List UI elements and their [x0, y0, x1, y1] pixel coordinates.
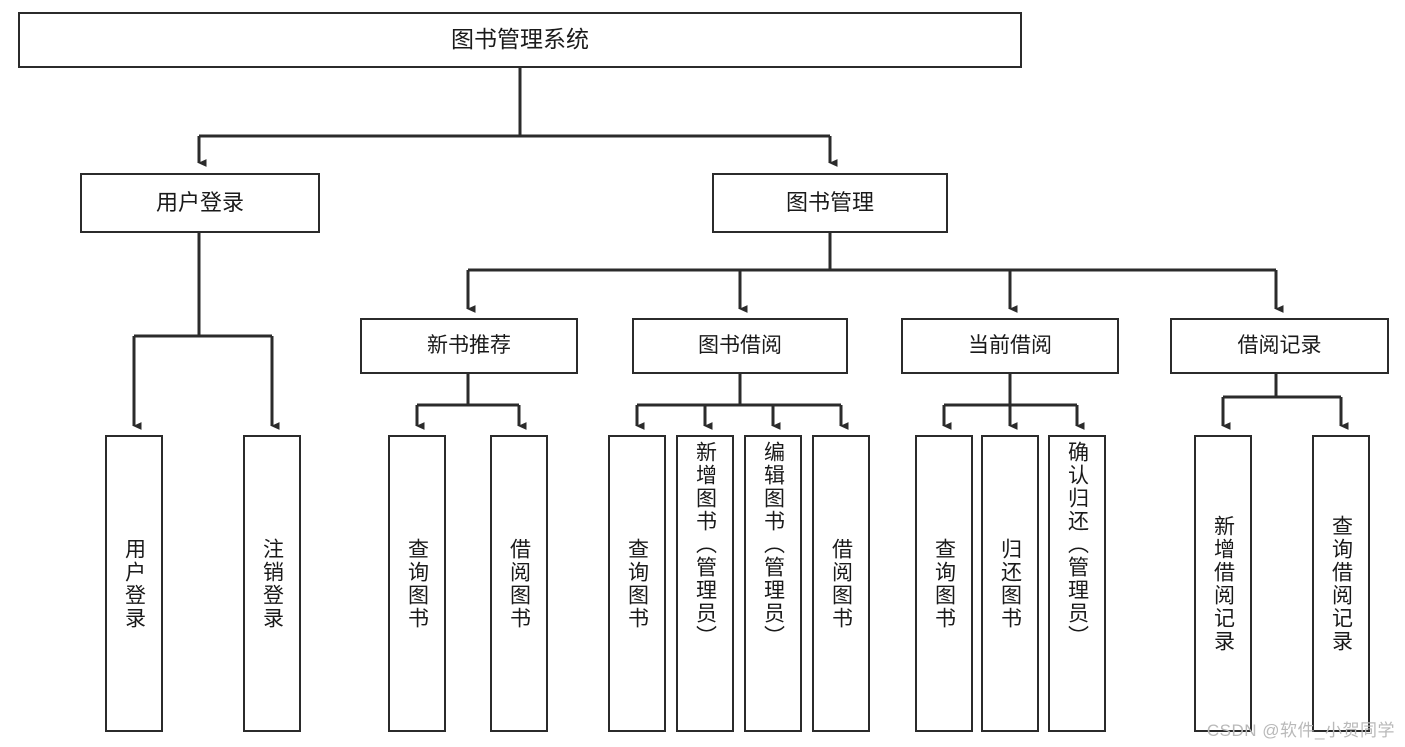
- node-leaf-add-record-label: 新增借阅记录: [1211, 514, 1235, 653]
- node-new-book-recommend-label: 新书推荐: [427, 333, 511, 357]
- node-leaf-confirm-return-label: 确认归还（管理员）: [1065, 441, 1089, 648]
- node-leaf-user-logout[interactable]: 注销登录: [243, 435, 301, 732]
- node-leaf-query-book-3-label: 查询图书: [932, 537, 956, 630]
- node-leaf-add-book[interactable]: 新增图书（管理员）: [676, 435, 734, 732]
- node-leaf-query-book-2-label: 查询图书: [625, 537, 649, 630]
- node-leaf-query-book-2[interactable]: 查询图书: [608, 435, 666, 732]
- node-leaf-return-book[interactable]: 归还图书: [981, 435, 1039, 732]
- node-book-borrow[interactable]: 图书借阅: [632, 318, 848, 374]
- node-new-book-recommend[interactable]: 新书推荐: [360, 318, 578, 374]
- node-user-login-label: 用户登录: [155, 190, 244, 216]
- node-current-borrow[interactable]: 当前借阅: [901, 318, 1119, 374]
- node-leaf-query-record-label: 查询借阅记录: [1329, 514, 1353, 653]
- node-leaf-edit-book-label: 编辑图书（管理员）: [761, 441, 785, 648]
- node-leaf-borrow-book-2-label: 借阅图书: [829, 537, 853, 630]
- node-leaf-add-record[interactable]: 新增借阅记录: [1194, 435, 1252, 732]
- node-leaf-borrow-book-2[interactable]: 借阅图书: [812, 435, 870, 732]
- node-leaf-confirm-return[interactable]: 确认归还（管理员）: [1048, 435, 1106, 732]
- node-root[interactable]: 图书管理系统: [18, 12, 1022, 68]
- node-leaf-edit-book[interactable]: 编辑图书（管理员）: [744, 435, 802, 732]
- node-leaf-return-book-label: 归还图书: [998, 537, 1022, 630]
- node-leaf-borrow-book-1[interactable]: 借阅图书: [490, 435, 548, 732]
- node-leaf-user-login-label: 用户登录: [122, 537, 146, 630]
- node-leaf-add-book-label: 新增图书（管理员）: [693, 441, 717, 648]
- node-leaf-user-logout-label: 注销登录: [260, 537, 284, 630]
- node-root-label: 图书管理系统: [451, 26, 589, 53]
- node-borrow-record[interactable]: 借阅记录: [1170, 318, 1389, 374]
- node-current-borrow-label: 当前借阅: [968, 333, 1052, 357]
- node-book-borrow-label: 图书借阅: [698, 333, 782, 357]
- node-leaf-query-book-1[interactable]: 查询图书: [388, 435, 446, 732]
- node-leaf-user-login[interactable]: 用户登录: [105, 435, 163, 732]
- node-borrow-record-label: 借阅记录: [1237, 333, 1322, 357]
- node-user-login[interactable]: 用户登录: [80, 173, 320, 233]
- node-leaf-query-book-1-label: 查询图书: [405, 537, 429, 630]
- node-leaf-query-record[interactable]: 查询借阅记录: [1312, 435, 1370, 732]
- node-leaf-query-book-3[interactable]: 查询图书: [915, 435, 973, 732]
- node-leaf-borrow-book-1-label: 借阅图书: [507, 537, 531, 630]
- csdn-watermark: CSDN @软件_小贺同学: [1206, 721, 1395, 740]
- node-book-manage-label: 图书管理: [785, 190, 874, 216]
- node-book-manage[interactable]: 图书管理: [712, 173, 948, 233]
